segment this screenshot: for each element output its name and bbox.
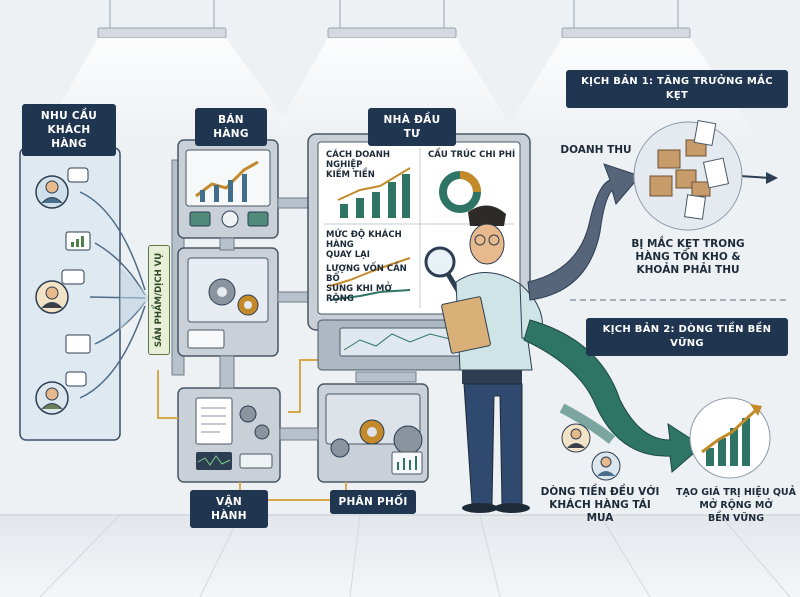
customer-avatar xyxy=(35,381,69,415)
chat-bubble-icon xyxy=(65,371,87,387)
product-machine xyxy=(177,247,279,357)
chat-bubble-icon xyxy=(61,269,85,285)
sales-machine xyxy=(177,139,279,239)
customer-panel xyxy=(19,147,121,441)
steady-cash-label: DÒNG TIỀN ĐỀU VỚI KHÁCH HÀNG TÁI MUA xyxy=(540,486,660,524)
scenario2-label: KỊCH BẢN 2: DÒNG TIỀN BỀN VỮNG xyxy=(586,318,788,356)
ceiling-light xyxy=(270,0,520,140)
customer-needs-label: NHU CẦU KHÁCH HÀNG xyxy=(22,104,116,156)
distribution-machine xyxy=(317,383,429,483)
scenario1-label: KỊCH BẢN 1: TĂNG TRƯỞNG MẮC KẸT xyxy=(566,70,788,108)
stuck-label: BỊ MẮC KẸT TRONG HÀNG TỒN KHO & KHOẢN PH… xyxy=(631,238,745,276)
screen-customer-return: MỨC ĐỘ KHÁCH HÀNG QUAY LẠI xyxy=(326,230,402,260)
returning-customer-avatar xyxy=(561,423,591,453)
scenario2-arrow xyxy=(523,319,703,473)
efficiency-label: TẠO GIÁ TRỊ HIỆU QUẢ MỞ RỘNG MỞ BỀN VỮNG xyxy=(676,487,796,524)
distribution-label: PHÂN PHỐI xyxy=(330,490,416,514)
stuck-inventory-illustration xyxy=(633,120,743,231)
growth-illustration xyxy=(689,397,771,479)
operations-machine xyxy=(177,387,281,483)
investor-person xyxy=(441,205,543,513)
product-service-label: SẢN PHẨM/DỊCH VỤ xyxy=(148,245,170,355)
sales-label: BÁN HÀNG xyxy=(195,108,267,146)
chat-bubble-icon xyxy=(67,167,89,183)
operations-label: VẬN HÀNH xyxy=(190,490,268,528)
customer-avatar xyxy=(35,175,69,209)
returning-customer-avatar xyxy=(591,451,621,481)
customer-avatar xyxy=(35,280,69,314)
screen-cost-structure: CẤU TRÚC CHI PHÍ xyxy=(428,150,516,160)
investor-label: NHÀ ĐẦU TƯ xyxy=(368,108,456,146)
scenario1-arrow xyxy=(527,163,641,301)
revenue-label: DOANH THU xyxy=(560,144,632,156)
screen-capital-needed: LƯỢNG VỐN CẦN BỔ SUNG KHI MỞ RỘNG xyxy=(326,264,407,304)
document-card-icon xyxy=(65,334,91,354)
screen-how-business-earns: CÁCH DOANH NGHIỆP KIẾM TIỀN xyxy=(326,150,390,180)
